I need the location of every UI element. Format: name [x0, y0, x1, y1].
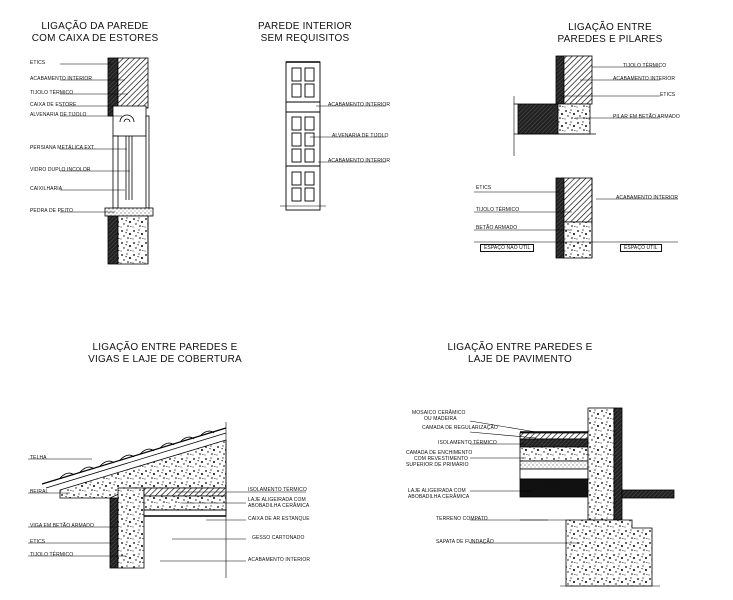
label-window-sill: PEDRA DE PEITO [30, 208, 73, 214]
label-interior-finish-2: ACABAMENTO INTERIOR [328, 158, 391, 164]
label-foundation-footing: SAPATA DE FUNDAÇÃO [436, 539, 494, 545]
label-concrete-pillar: PILAR EM BETÃO ARMADO [613, 114, 680, 120]
detail1-leaders [60, 63, 130, 213]
label-reinforced-concrete: BETÃO ARMADO [476, 225, 518, 231]
label-interior-finish: ACABAMENTO INTERIOR [30, 76, 93, 82]
label-thermal-insulation: ISOLAMENTO TÉRMICO [248, 487, 307, 493]
detail4-leaders [28, 458, 306, 562]
label-unheated-space: ESPAÇO NÃO ÚTIL [480, 244, 535, 252]
detail-walls-pillars-top [513, 55, 596, 156]
label-thermal-brick-2: TIJOLO TÉRMICO [476, 207, 520, 213]
detail3-bottom-leaders [474, 191, 678, 231]
label-window-frame: CAIXILHARIA [30, 186, 63, 192]
detail-interior-wall [280, 61, 326, 211]
detail-wall-shutter-box [104, 57, 154, 265]
label-interior-finish-2: ACABAMENTO INTERIOR [616, 195, 679, 201]
label-interior-finish: ACABAMENTO INTERIOR [248, 557, 311, 563]
label-shutter-box: CAIXA DE ESTORE [30, 102, 77, 108]
label-screed-layer: CAMADA DE REGULARIZAÇÃO [422, 425, 498, 431]
detail-walls-pillars-bottom [474, 177, 678, 259]
label-eave: BEIRAL [30, 489, 49, 495]
label-heated-space: ESPAÇO ÚTIL [620, 244, 662, 252]
label-air-gap: CAIXA DE AR ESTANQUE [248, 516, 310, 522]
label-interior-finish-1: ACABAMENTO INTERIOR [328, 102, 391, 108]
label-concrete-beam: VIGA EM BETÃO ARMADO [30, 523, 94, 529]
label-plasterboard: GESSO CARTONADO [252, 535, 305, 541]
label-etics: ETICS [30, 539, 46, 545]
label-etics: ETICS [30, 60, 46, 66]
detail2-leaders [310, 105, 386, 163]
label-air-gap: CAIXA DE AR [538, 480, 571, 486]
label-brick-masonry: ALVENARIA DE TIJOLO [30, 112, 87, 118]
label-brick-masonry: ALVENARIA DE TIJOLO [332, 133, 389, 139]
label-etics-2: ETICS [476, 185, 492, 191]
label-thermal-brick: TIJOLO TÉRMICO [30, 90, 74, 96]
label-thermal-brick: TIJOLO TÉRMICO [623, 63, 667, 69]
detail3-top-leaders [560, 66, 660, 119]
detail5-leaders [469, 420, 580, 544]
detail-floor-slab [519, 407, 675, 587]
label-metal-shutter: PERSIANA METÁLICA EXT. [30, 145, 96, 151]
label-compacted-ground: TERRENO COMPATO [436, 516, 488, 522]
label-roof-tile: TELHA [30, 455, 47, 461]
label-etics: ETICS [660, 92, 676, 98]
label-thermal-brick: TIJOLO TÉRMICO [30, 552, 74, 558]
label-double-glazing: VIDRO DUPLO INCOLOR [30, 167, 91, 173]
label-interior-finish: ACABAMENTO INTERIOR [613, 76, 676, 82]
label-thermal-insulation: ISOLAMENTO TÉRMICO [438, 440, 497, 446]
